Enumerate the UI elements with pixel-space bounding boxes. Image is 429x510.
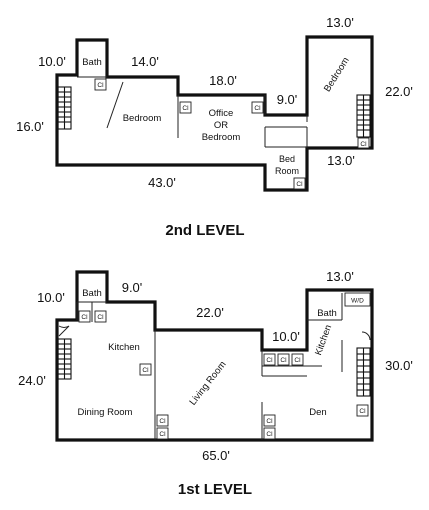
closet-2nd-d: Cl xyxy=(293,177,306,190)
dim-2nd-14ft: 14.0' xyxy=(131,54,159,69)
stairs-left-2nd xyxy=(57,86,72,130)
closet-2nd-a: Cl xyxy=(94,78,107,91)
dim-1st-65ft: 65.0' xyxy=(202,448,230,463)
closet-1st-g: Cl xyxy=(277,353,290,366)
svg-text:Cl: Cl xyxy=(359,408,366,415)
closet-1st-c: Cl xyxy=(139,363,152,376)
svg-text:Cl: Cl xyxy=(97,82,104,89)
stairs-right-1st xyxy=(356,347,371,397)
closet-1st-d: Cl xyxy=(156,414,169,427)
dim-2nd-9ft: 9.0' xyxy=(277,92,298,107)
second-level-plan: Cl Cl Cl Cl Cl Bath Bedroom Office OR Be… xyxy=(16,15,413,239)
dim-2nd-22ft: 22.0' xyxy=(385,84,413,99)
closet-1st-h: Cl xyxy=(291,353,304,366)
washer-dryer: W/D xyxy=(344,292,371,307)
room-living-1st: Living Room xyxy=(187,359,228,407)
closet-1st-i: Cl xyxy=(263,414,276,427)
room-dining-1st: Dining Room xyxy=(78,407,133,418)
svg-text:Cl: Cl xyxy=(159,431,166,438)
room-bedroom-2nd: Bedroom xyxy=(123,113,162,124)
closet-1st-j: Cl xyxy=(263,427,276,440)
room-bath-1st-right: Bath xyxy=(317,308,337,319)
stairs-left-1st xyxy=(57,338,72,380)
level-title-1st: 1st LEVEL xyxy=(178,481,252,498)
room-bed-line1: Bed xyxy=(279,154,295,164)
svg-text:Cl: Cl xyxy=(159,418,166,425)
room-kitchen-1st-right: Kitchen xyxy=(313,323,334,357)
dim-1st-13ft: 13.0' xyxy=(326,269,354,284)
room-office-line2: OR xyxy=(214,120,228,131)
room-office-line1: Office xyxy=(209,108,234,119)
svg-text:Cl: Cl xyxy=(280,357,287,364)
dim-1st-30ft: 30.0' xyxy=(385,358,413,373)
closet-2nd-b: Cl xyxy=(179,101,192,114)
dim-2nd-13ft-bottom: 13.0' xyxy=(327,153,355,168)
first-level-outer-wall xyxy=(55,270,374,442)
dim-1st-24ft: 24.0' xyxy=(18,373,46,388)
first-level-plan: W/D Cl Cl Cl Cl Cl Cl Cl xyxy=(18,269,413,498)
dim-2nd-43ft: 43.0' xyxy=(148,175,176,190)
svg-text:Cl: Cl xyxy=(266,431,273,438)
dim-1st-9ft: 9.0' xyxy=(122,280,143,295)
room-den-1st: Den xyxy=(309,407,326,418)
door-swing-left xyxy=(58,325,70,337)
closet-1st-e: Cl xyxy=(156,427,169,440)
closet-1st-a: Cl xyxy=(78,310,91,323)
door-swing-right xyxy=(361,331,371,341)
closet-1st-b: Cl xyxy=(94,310,107,323)
dim-2nd-13ft-top: 13.0' xyxy=(326,15,354,30)
room-office-line3: Bedroom xyxy=(202,132,241,143)
svg-text:Cl: Cl xyxy=(254,105,261,112)
second-level-outer-wall xyxy=(55,35,374,192)
level-title-2nd: 2nd LEVEL xyxy=(165,222,244,239)
room-bath-2nd: Bath xyxy=(82,57,102,68)
svg-text:Cl: Cl xyxy=(81,314,88,321)
dim-2nd-10ft: 10.0' xyxy=(38,54,66,69)
svg-text:Cl: Cl xyxy=(294,357,301,364)
closet-2nd-c: Cl xyxy=(251,101,264,114)
svg-text:Cl: Cl xyxy=(296,181,303,188)
stairs-right-2nd xyxy=(356,94,371,138)
svg-text:Cl: Cl xyxy=(266,418,273,425)
room-bed-line2: Room xyxy=(275,166,299,176)
dim-2nd-18ft: 18.0' xyxy=(209,73,237,88)
dim-1st-10ft-left: 10.0' xyxy=(37,290,65,305)
bedroom-diagonal-wall xyxy=(106,81,124,129)
svg-text:Cl: Cl xyxy=(142,367,149,374)
dim-1st-10ft-mid: 10.0' xyxy=(272,329,300,344)
closet-1st-k: Cl xyxy=(356,404,369,417)
svg-text:Cl: Cl xyxy=(360,141,367,148)
room-kitchen-1st-left: Kitchen xyxy=(108,342,140,353)
room-bath-1st-left: Bath xyxy=(82,288,102,299)
room-bedroom-right-2nd: Bedroom xyxy=(322,55,352,94)
closet-1st-f: Cl xyxy=(263,353,276,366)
svg-text:Cl: Cl xyxy=(182,105,189,112)
svg-text:W/D: W/D xyxy=(351,298,364,305)
svg-text:Cl: Cl xyxy=(266,357,273,364)
svg-text:Cl: Cl xyxy=(97,314,104,321)
dim-1st-22ft: 22.0' xyxy=(196,305,224,320)
dim-2nd-16ft: 16.0' xyxy=(16,119,44,134)
closet-2nd-e: Cl xyxy=(357,137,370,149)
